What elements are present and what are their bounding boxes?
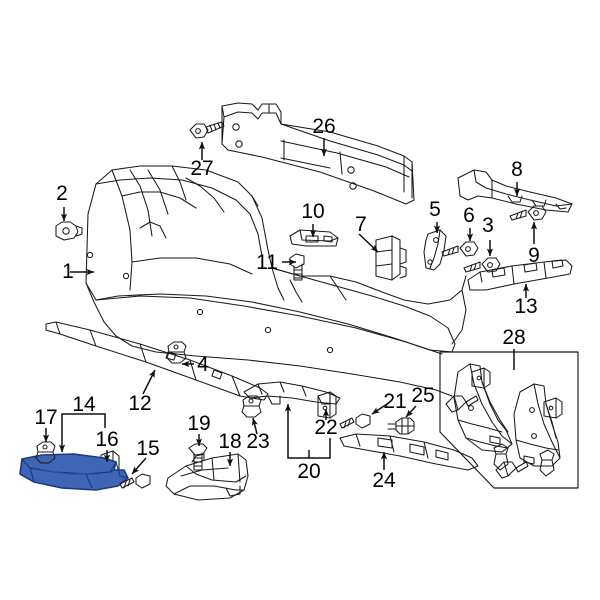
callout-5: 5	[429, 198, 441, 221]
callout-10: 10	[301, 200, 324, 223]
part-27-bolt	[189, 121, 225, 139]
callout-25: 25	[411, 384, 434, 407]
callout-3: 3	[482, 214, 494, 237]
part-28-mud-flap-left	[453, 363, 513, 453]
leader-12	[142, 369, 156, 395]
part-8-upper-side-garnish	[457, 169, 573, 213]
callout-22: 22	[314, 416, 337, 439]
callout-27: 27	[190, 157, 213, 180]
part-5-bracket	[423, 229, 447, 271]
callout-21: 21	[383, 390, 406, 413]
leader-23	[251, 417, 258, 435]
part-28-fasteners	[445, 367, 563, 479]
part-12-lower-molding	[45, 321, 269, 401]
part-18-reflector-housing	[165, 453, 249, 501]
callout-6: 6	[463, 204, 475, 227]
bracket-leaders	[58, 349, 515, 459]
callout-20: 20	[297, 460, 320, 483]
callout-17: 17	[34, 406, 57, 429]
callout-4: 4	[197, 353, 209, 376]
part-25-nut	[387, 417, 415, 435]
callout-13: 13	[514, 295, 537, 318]
callout-12: 12	[128, 392, 151, 415]
part-6-screw	[441, 241, 479, 257]
part-1-bumper-cover-right-wing	[271, 267, 467, 345]
callout-14: 14	[72, 393, 96, 416]
callout-24: 24	[372, 469, 396, 492]
part-14-rear-lower-spoiler-highlighted	[19, 453, 129, 491]
leader-lines	[42, 138, 538, 475]
callout-2: 2	[56, 182, 68, 205]
part-21-bolt	[339, 413, 371, 429]
callout-28: 28	[502, 326, 525, 349]
callout-9: 9	[528, 244, 540, 267]
part-23-clip	[241, 395, 262, 418]
part-10-retainer	[289, 229, 339, 247]
leader-7	[358, 233, 379, 253]
leader-15	[131, 457, 147, 475]
part-2-grommet	[55, 221, 83, 241]
part-28-mud-flap-right	[513, 383, 561, 467]
part-20-bracket-set	[243, 381, 341, 405]
part-4-clip	[166, 341, 187, 364]
part-3-screw	[463, 257, 501, 273]
leader-25	[405, 405, 417, 418]
callout-19: 19	[187, 412, 210, 435]
leader-21	[371, 403, 388, 415]
part-26-reinforcement-beam	[221, 102, 415, 205]
callout-26: 26	[312, 115, 335, 138]
part-13-lower-side-garnish	[467, 259, 573, 291]
part-28-mud-flap-kit-box	[439, 351, 579, 489]
part-15-bolt	[119, 473, 151, 489]
callout-15: 15	[136, 437, 159, 460]
callout-18: 18	[218, 430, 241, 453]
part-19-screw	[188, 443, 208, 471]
callout-16: 16	[95, 428, 118, 451]
callout-7: 7	[355, 213, 367, 236]
part-24-lower-reflector-trim	[339, 433, 479, 471]
bracket-14	[61, 413, 106, 428]
callout-1: 1	[62, 260, 74, 283]
callout-23: 23	[246, 430, 269, 453]
part-7-side-bracket	[375, 235, 407, 281]
part-11-bolt	[289, 253, 305, 281]
part-22-clip	[317, 391, 337, 419]
callout-11: 11	[256, 251, 278, 274]
part-1-rear-bumper-cover	[85, 165, 456, 397]
callout-8: 8	[511, 158, 523, 181]
part-9-screw	[509, 205, 547, 221]
callout-numbers: 1 2 3 4 5 6 7 8 9 10 11 12 13 14 15 16 1…	[34, 115, 540, 492]
